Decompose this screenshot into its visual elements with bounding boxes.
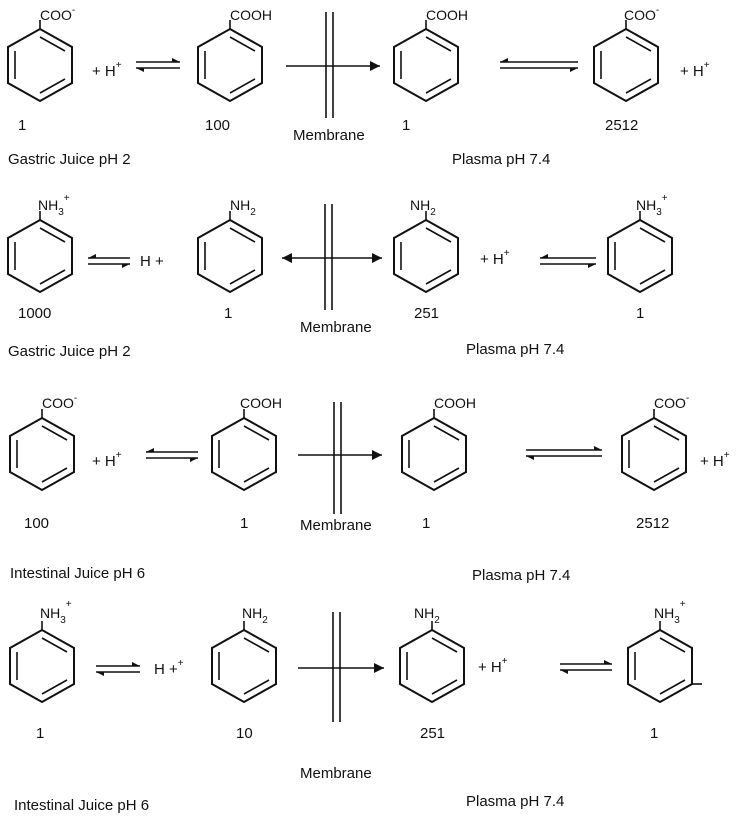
proton-label: + H+ [478,656,508,676]
equilibrium-arrow [560,660,612,674]
group-label: NH3+ [636,193,668,218]
left-compartment-label: Intestinal Juice pH 6 [10,565,145,582]
row-benzoic-gastric: COO- 1 + H+ COOH 100 Membrane [7,5,710,168]
aniline-ring [399,621,465,704]
group-label: NH2 [230,197,256,218]
species-count: 100 [205,117,230,134]
anilinium-ring [607,211,673,294]
group-label: COOH [434,395,476,411]
species-count: 2512 [636,515,669,532]
proton-label: + H+ [680,60,710,80]
benzoate-ring [7,20,73,103]
proton-label: + H+ [700,450,730,470]
species-count: 1000 [18,305,51,322]
group-label: COO- [624,5,659,23]
membrane-label: Membrane [300,765,372,782]
species-count: 1 [636,305,644,322]
left-compartment-label: Gastric Juice pH 2 [8,343,131,360]
species-count: 1 [402,117,410,134]
benzoic-acid-ring [197,20,263,103]
membrane-line [324,204,333,310]
species-count: 251 [420,725,445,742]
equilibrium-arrow [136,58,180,72]
aniline-ring [197,211,263,294]
aniline-ring [211,621,277,704]
right-compartment-label: Plasma pH 7.4 [452,151,550,168]
equilibrium-arrow [146,448,198,462]
left-compartment-label: Intestinal Juice pH 6 [14,797,149,814]
group-label: COO- [654,393,689,411]
equilibrium-arrow [96,662,140,676]
species-count: 1 [422,515,430,532]
right-compartment-label: Plasma pH 7.4 [466,341,564,358]
species-count: 1 [36,725,44,742]
proton-label: H ++ [154,658,184,678]
membrane-label: Membrane [300,517,372,534]
species-count: 1 [224,305,232,322]
anilinium-ring [7,211,73,294]
equilibrium-arrow [88,254,130,268]
right-compartment-label: Plasma pH 7.4 [472,567,570,584]
membrane-arrow [298,663,384,673]
group-label: NH3+ [40,599,72,626]
anilinium-ring [627,621,702,704]
species-count: 1 [240,515,248,532]
group-label: COO- [40,5,75,23]
benzoic-acid-ring [211,409,277,492]
group-label: COO- [42,393,77,411]
aniline-ring [393,211,459,294]
benzoic-acid-ring [393,20,459,103]
equilibrium-arrow [500,58,578,72]
row-aniline-intestinal: NH3+ 1 H ++ NH2 10 Membrane [9,599,702,814]
group-label: NH2 [410,197,436,218]
proton-label: H + [140,253,164,270]
equilibrium-arrow [526,446,602,460]
species-count: 100 [24,515,49,532]
species-count: 251 [414,305,439,322]
proton-label: + H+ [92,450,122,470]
species-count: 1 [18,117,26,134]
membrane-label: Membrane [293,127,365,144]
membrane-label: Membrane [300,319,372,336]
species-count: 10 [236,725,253,742]
row-aniline-gastric: NH3+ 1000 H + NH2 1 Membrane [7,193,673,360]
anilinium-ring [9,621,75,704]
benzoate-ring [621,409,687,492]
equilibrium-arrow [540,254,596,268]
group-label: NH3+ [38,193,70,218]
group-label: COOH [426,7,468,23]
left-compartment-label: Gastric Juice pH 2 [8,151,131,168]
species-count: 1 [650,725,658,742]
benzoic-acid-ring [401,409,467,492]
right-compartment-label: Plasma pH 7.4 [466,793,564,810]
group-label: NH2 [242,605,268,626]
benzoate-ring [9,409,75,492]
membrane-line [332,612,341,722]
group-label: NH2 [414,605,440,626]
membrane-arrow [298,450,382,460]
proton-label: + H+ [480,248,510,268]
membrane-line [325,12,334,118]
membrane-line [333,402,342,514]
proton-label: + H+ [92,60,122,80]
benzoate-ring [593,20,659,103]
row-benzoic-intestinal: COO- 100 + H+ COOH 1 Membrane [9,393,730,584]
group-label: NH3+ [654,599,686,626]
species-count: 2512 [605,117,638,134]
group-label: COOH [230,7,272,23]
group-label: COOH [240,395,282,411]
